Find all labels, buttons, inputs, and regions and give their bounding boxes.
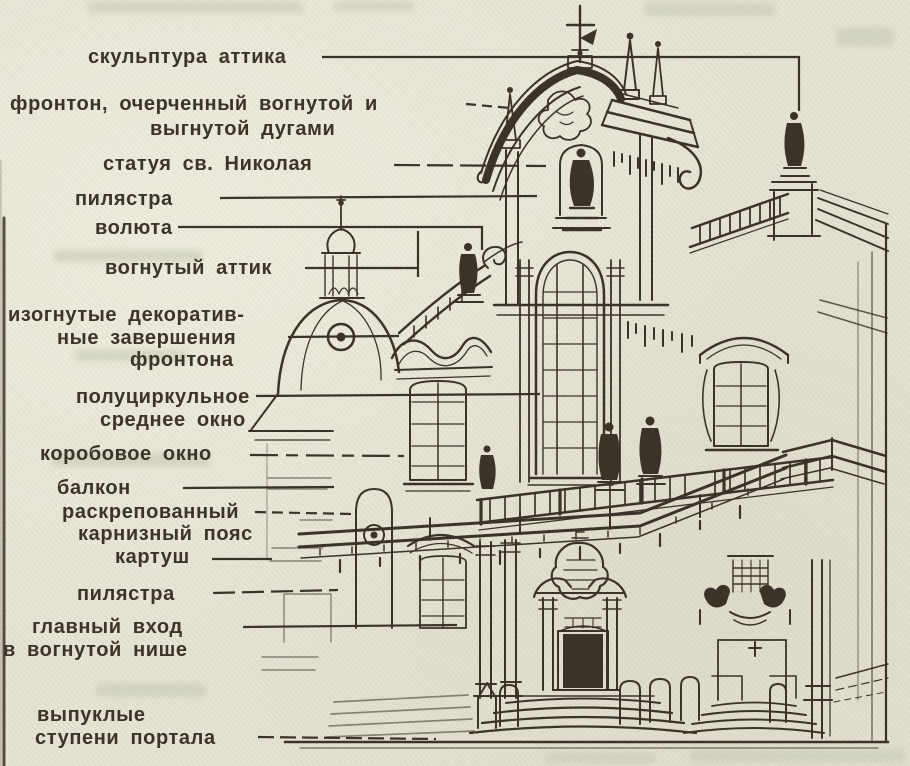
leader-lines-layer xyxy=(178,55,801,741)
ghost-text-smudge xyxy=(545,753,655,763)
left-lower-bay xyxy=(261,477,523,699)
concave-attic xyxy=(397,241,523,346)
diagram-label-pilyastra-1: пилястра xyxy=(75,188,173,210)
diagram-label-polutsirkulnoe-okno-line1: полуциркульное xyxy=(76,386,250,408)
leader-line-raskrepovannyi-poyas xyxy=(254,510,353,516)
facade-drawing xyxy=(248,4,890,749)
leader-line-vypuklye-stupeni xyxy=(257,735,437,741)
diagram-label-volyuta: волюта xyxy=(95,217,173,239)
ghost-text-smudge xyxy=(88,2,303,13)
attic-storey xyxy=(492,134,693,353)
leader-line-fronton-dugami xyxy=(465,102,511,110)
ghost-text-smudge xyxy=(54,250,202,262)
diagram-label-glavnyi-vkhod-line1: главный вход xyxy=(32,616,183,638)
entablature-block xyxy=(600,91,700,185)
ghost-text-smudge xyxy=(645,3,775,16)
diagram-label-skulptura-attika: скульптура аттика xyxy=(88,46,287,68)
leader-line-balkon xyxy=(182,485,335,490)
right-lower-bay xyxy=(699,555,889,739)
page-edge-line xyxy=(0,159,6,766)
diagram-label-kartush: картуш xyxy=(115,546,190,568)
cornice-belt xyxy=(297,437,888,574)
leader-line-pilyastra-1 xyxy=(219,194,538,200)
pinnacle-obelisks xyxy=(501,32,667,149)
diagram-label-raskrepovannyi-poyas-line2: карнизный пояс xyxy=(78,523,253,545)
diagram-label-fronton-dugami-line1: фронтон, очерченный вогнутой и xyxy=(10,93,378,115)
leader-line-korobovoe-okno xyxy=(249,453,405,458)
pediment-cartouche xyxy=(537,90,592,141)
ghost-text-smudge xyxy=(836,28,894,46)
cartouche xyxy=(550,531,609,600)
diagram-label-vognutyi-attik: вогнутый аттик xyxy=(105,257,273,279)
diagram-label-statuya-sv-nikolaya: статуя св. Николая xyxy=(103,153,313,175)
pedimented-window-right xyxy=(698,336,790,452)
diagram-label-pilyastra-2: пилястра xyxy=(77,583,175,605)
dome-cupola xyxy=(248,195,401,561)
ghost-text-smudge xyxy=(96,684,206,697)
diagram-label-vypuklye-stupeni-line2: ступени портала xyxy=(35,727,216,749)
bollard-posts xyxy=(477,676,787,729)
leader-line-volyuta xyxy=(178,225,484,250)
sketch-wall-marks xyxy=(261,477,333,671)
ground-line xyxy=(283,740,890,749)
balcony-statues xyxy=(479,416,666,491)
ghost-text-smudge xyxy=(690,750,905,762)
dark-doorway xyxy=(563,634,603,688)
statue-st-nicholas xyxy=(561,148,603,232)
leader-line-statuya-sv-nikolaya xyxy=(393,163,547,168)
diagram-label-balkon: балкон xyxy=(57,477,131,499)
side-steps xyxy=(326,694,475,738)
leader-line-glavnyi-vkhod xyxy=(242,623,458,629)
right-parapet xyxy=(666,112,889,744)
leader-line-pilyastra-2 xyxy=(212,588,339,595)
diagram-label-raskrepovannyi-poyas-line1: раскрепованный xyxy=(62,501,240,523)
central-arched-window xyxy=(515,250,625,486)
diagram-label-polutsirkulnoe-okno-line2: среднее окно xyxy=(100,409,246,431)
balcony xyxy=(475,416,835,531)
diagram-label-izognutye-zaversheniya-line3: фронтона xyxy=(130,349,234,371)
ghost-text-smudge xyxy=(334,2,414,12)
diagram-label-korobovoe-okno: коробовое окно xyxy=(40,443,212,465)
diagram-label-glavnyi-vkhod-line2: в вогнутой нише xyxy=(3,639,188,661)
diagram-label-izognutye-zaversheniya-line1: изогнутые декоратив- xyxy=(8,304,245,326)
convex-steps xyxy=(326,676,825,738)
entrance-portal xyxy=(532,577,628,691)
pediment-drawing xyxy=(476,60,627,201)
segmental-window-left xyxy=(390,336,493,492)
volute-scroll xyxy=(482,245,507,269)
cross-finial xyxy=(565,4,597,69)
diagram-label-izognutye-zaversheniya-line2: ные завершения xyxy=(57,327,237,349)
leader-line-polutsirkulnoe-okno xyxy=(255,392,541,398)
leader-line-skulptura-attika xyxy=(322,55,801,111)
leader-line-izognutye-zaversheniya xyxy=(287,334,400,339)
diagram-label-vypuklye-stupeni-line1: выпуклые xyxy=(37,704,146,726)
ghost-text-smudge xyxy=(74,350,186,361)
diagram-label-fronton-dugami-line2: выгнутой дугами xyxy=(150,118,336,140)
ghost-text-smudge xyxy=(52,452,210,467)
